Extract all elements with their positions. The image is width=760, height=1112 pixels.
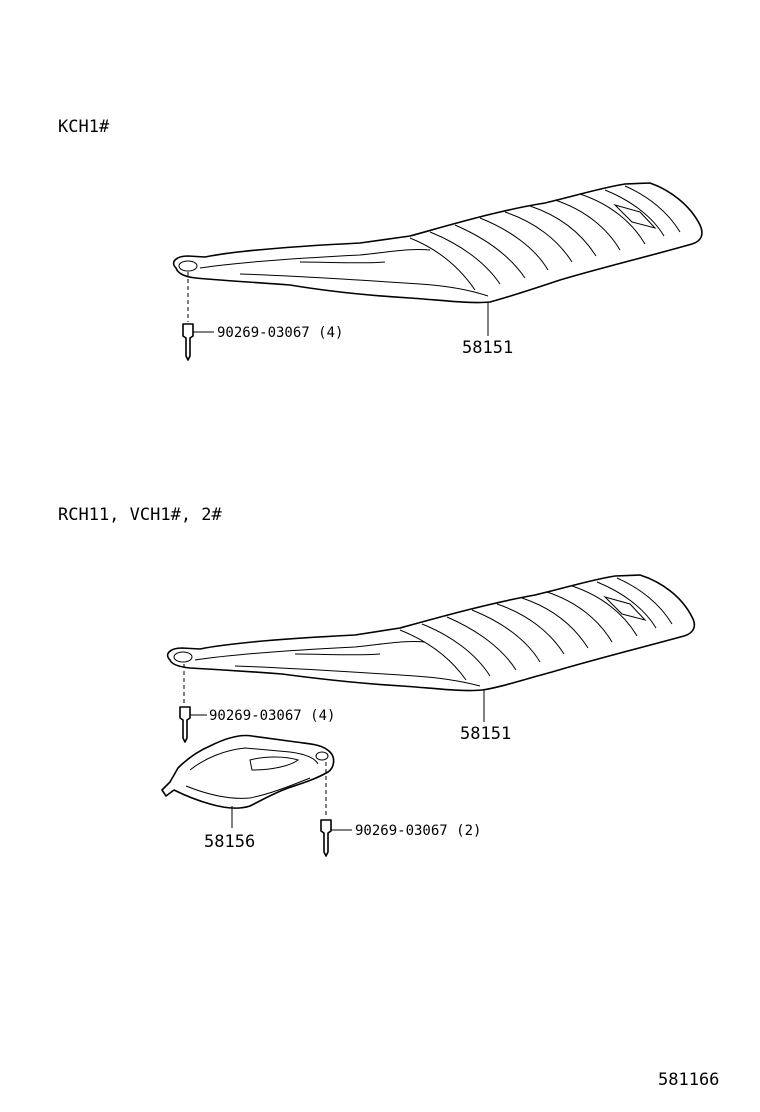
diagram-code: 581166 <box>658 1070 719 1090</box>
clip-fastener-top <box>182 323 194 361</box>
heat-insulator-58151-top <box>172 182 703 304</box>
part-number-58156: 58156 <box>204 832 255 852</box>
fastener-label-bottom-main: 90269-03067 (4) <box>209 708 335 724</box>
heat-insulator-58156 <box>161 734 335 809</box>
fastener-label-top: 90269-03067 (4) <box>217 325 343 341</box>
model-label-top: KCH1# <box>58 117 110 137</box>
part-number-58151-top: 58151 <box>462 338 513 358</box>
fastener-label-small: 90269-03067 (2) <box>355 823 481 839</box>
clip-fastener-bottom-main <box>179 706 191 743</box>
heat-insulator-58151-bottom <box>166 574 696 692</box>
part-number-58151-bottom: 58151 <box>460 724 511 744</box>
clip-fastener-small <box>320 819 332 857</box>
model-label-bottom: RCH11, VCH1#, 2# <box>58 505 223 525</box>
